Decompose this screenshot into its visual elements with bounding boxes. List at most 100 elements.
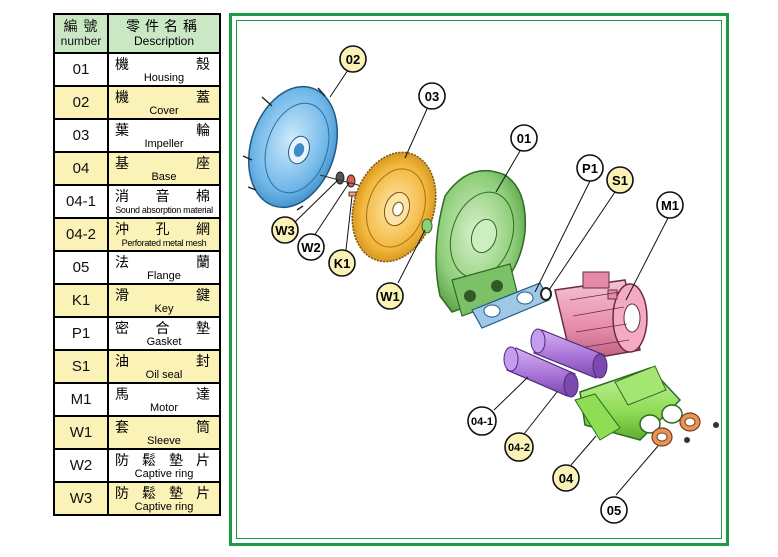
part-name-en: Impeller [144, 138, 184, 150]
part-name-zh: 防鬆墊片 [115, 485, 211, 501]
part-number-cell: P1 [53, 316, 109, 351]
part-number-cell: W1 [53, 415, 109, 450]
callout-label-s1: S1 [612, 173, 628, 188]
part-name-en: Captive ring [134, 468, 194, 480]
header-number-en: number [60, 34, 102, 48]
part-name-zh: 沖孔網 [115, 221, 211, 237]
callout-label-m1: M1 [661, 198, 679, 213]
part-number-cell: S1 [53, 349, 109, 384]
part-name-en: Gasket [146, 336, 182, 348]
part-motor [554, 271, 648, 363]
callouts: 02 03 01 P1 S1 M1 W3 W2 [271, 45, 684, 524]
leader-line-03 [404, 108, 428, 159]
callout-label-03: 03 [425, 89, 439, 104]
part-name-en: Sleeve [147, 435, 181, 447]
part-name-zh: 滑鍵 [115, 287, 211, 303]
part-name-zh: 套筒 [115, 419, 211, 435]
callout-label-k1: K1 [334, 256, 351, 271]
callout-01: 01 [510, 124, 538, 152]
part-cover [242, 85, 339, 211]
part-gasket [471, 282, 550, 329]
diagram-frame [229, 13, 729, 546]
part-number-cell: K1 [53, 283, 109, 318]
part-name-en: Cover [149, 105, 179, 117]
part-number-cell: 03 [53, 118, 109, 153]
part-name-en: Flange [147, 270, 181, 282]
leader-line-05 [615, 445, 659, 496]
part-name-en: Base [151, 171, 177, 183]
leader-line-01 [495, 150, 521, 193]
callout-04-2: 04-2 [504, 432, 534, 462]
callout-label-p1: P1 [582, 161, 598, 176]
leader-line-p1 [534, 180, 591, 293]
part-name-zh: 機殼 [115, 56, 211, 72]
part-name-en: Motor [149, 402, 179, 414]
part-name-en: Key [154, 303, 174, 315]
leader-line-w1 [397, 229, 426, 284]
leader-lines [294, 69, 669, 496]
leader-line-04 [570, 435, 597, 466]
part-name-en: Housing [143, 72, 185, 84]
part-name-zh: 機蓋 [115, 89, 211, 105]
callout-label-01: 01 [517, 131, 531, 146]
part-small-washers [319, 171, 363, 197]
leader-line-w2 [313, 182, 350, 237]
leader-line-02 [329, 69, 349, 98]
part-number-cell: 01 [53, 52, 109, 87]
header-description-zh: 零件名稱 [126, 17, 202, 34]
part-number-cell: W2 [53, 448, 109, 483]
part-name-en: Captive ring [134, 501, 194, 513]
diagram-inner-border [236, 20, 722, 539]
part-name-zh: 葉輪 [115, 122, 211, 138]
callout-label-w2: W2 [301, 240, 321, 255]
callout-label-02: 02 [346, 52, 360, 67]
part-name-zh: 馬達 [115, 386, 211, 402]
leader-line-s1 [548, 191, 616, 291]
callout-03: 03 [418, 82, 446, 110]
part-number-cell: 04-1 [53, 184, 109, 219]
part-name-en: Sound absorption material [115, 205, 213, 215]
part-flange [651, 412, 719, 447]
leader-line-04-1 [493, 376, 529, 411]
part-name-zh: 密合墊 [115, 320, 211, 336]
callout-02: 02 [339, 45, 367, 73]
callout-label-04: 04 [559, 471, 574, 486]
part-name-zh: 基座 [115, 155, 211, 171]
part-base [574, 365, 683, 441]
part-name-zh: 法蘭 [115, 254, 211, 270]
header-number-zh: 編 號 [63, 18, 99, 34]
part-number-cell: 05 [53, 250, 109, 285]
callout-w3: W3 [271, 216, 299, 244]
callout-label-05: 05 [607, 503, 621, 518]
callout-p1: P1 [576, 154, 604, 182]
header-description-en: Description [133, 33, 195, 48]
callout-label-w1: W1 [380, 289, 400, 304]
callout-label-04-1: 04-1 [471, 416, 493, 428]
part-number-cell: W3 [53, 481, 109, 516]
part-number-cell: 04-2 [53, 217, 109, 252]
part-name-zh: 防鬆墊片 [115, 452, 211, 468]
